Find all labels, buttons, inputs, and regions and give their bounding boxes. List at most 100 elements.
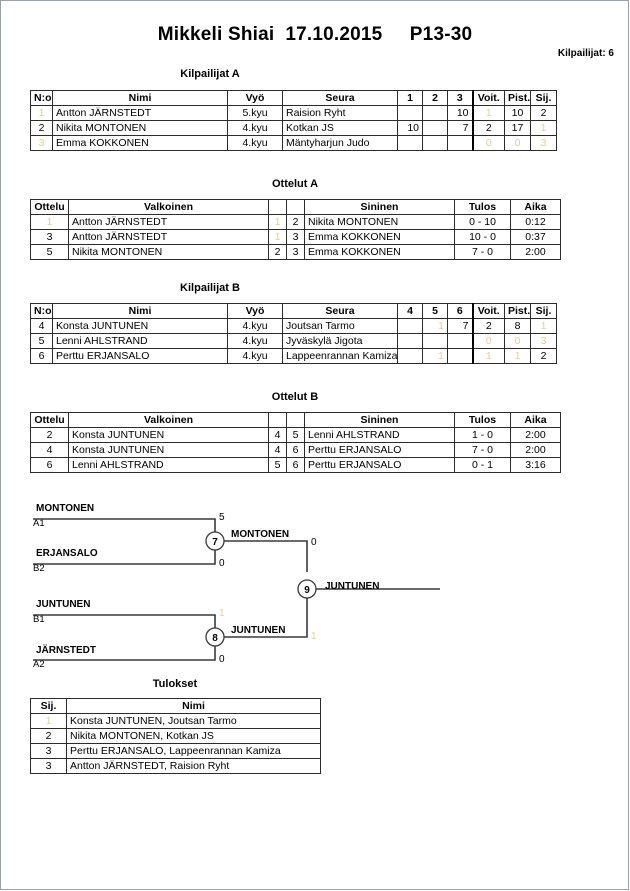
col-club: Seura: [282, 303, 398, 319]
cell-m3: 10: [447, 105, 473, 121]
cell-m6: 7: [447, 318, 473, 334]
bracket-winner-sf-bottom: JUNTUNEN: [231, 625, 285, 636]
cell-belt: 4.kyu: [227, 333, 283, 349]
table-row: 2 Nikita MONTONEN 4.kyu Kotkan JS 10 7 2…: [30, 120, 557, 136]
cell-blue-no: 6: [286, 442, 305, 458]
cell-match: 4: [30, 442, 69, 458]
col-name: Nimi: [66, 698, 321, 714]
col-belt: Vyö: [227, 303, 283, 319]
bracket-score-final-upper: 0: [311, 537, 317, 548]
cell-m1: [397, 105, 423, 121]
cell-rank: 3: [30, 743, 67, 759]
cell-name: Konsta JUNTUNEN: [52, 318, 228, 334]
col-rank: Sij.: [530, 90, 557, 106]
col-white-no: [268, 199, 287, 215]
cell-blue-no: 3: [286, 229, 305, 245]
cell-wins: 0: [471, 333, 505, 349]
cell-white-no: 2: [268, 244, 287, 260]
cell-white-no: 1: [268, 214, 287, 230]
cell-club: Joutsan Tarmo: [282, 318, 398, 334]
col-match: Ottelu: [30, 199, 69, 215]
table-ottelut-a: Ottelu Valkoinen Sininen Tulos Aika 1 An…: [30, 199, 561, 260]
cell-points: 10: [504, 105, 531, 121]
cell-white-no: 1: [268, 229, 287, 245]
table-tulokset: Sij. Nimi 1 Konsta JUNTUNEN, Joutsan Tar…: [30, 698, 321, 774]
cell-blue: Perttu ERJANSALO: [304, 457, 455, 473]
col-no: N:o: [30, 303, 53, 319]
entrant-count-label: Kilpailijat: 6: [557, 48, 614, 59]
table-row: 6 Perttu ERJANSALO 4.kyu Lappeenrannan K…: [30, 348, 557, 364]
cell-result: 0 - 10: [454, 214, 511, 230]
table-row: 3 Emma KOKKONEN 4.kyu Mäntyharjun Judo 0…: [30, 135, 557, 151]
cell-rank: 2: [530, 348, 557, 364]
cell-m1: [397, 135, 423, 151]
col-m5: 5: [422, 303, 448, 319]
cell-points: 0: [504, 135, 531, 151]
bracket-seed-name-2: ERJANSALO: [36, 548, 98, 559]
cell-blue: Perttu ERJANSALO: [304, 442, 455, 458]
cell-wins: 2: [471, 120, 505, 136]
cell-belt: 5.kyu: [227, 105, 283, 121]
cell-m2: [422, 135, 448, 151]
cell-name: Lenni AHLSTRAND: [52, 333, 228, 349]
cell-rank: 3: [530, 333, 557, 349]
cell-no: 3: [30, 135, 53, 151]
table-ottelut-b: Ottelu Valkoinen Sininen Tulos Aika 2 Ko…: [30, 412, 561, 473]
col-m4: 4: [397, 303, 423, 319]
col-blue-no: [286, 412, 305, 428]
col-time: Aika: [510, 412, 561, 428]
cell-time: 0:37: [510, 229, 561, 245]
cell-white: Konsta JUNTUNEN: [68, 427, 269, 443]
cell-name: Antton JÄRNSTEDT: [52, 105, 228, 121]
table-row: 2 Konsta JUNTUNEN 4 5 Lenni AHLSTRAND 1 …: [30, 427, 561, 443]
col-name: Nimi: [52, 303, 228, 319]
bracket-line-seed-3: [33, 614, 216, 631]
cell-match: 6: [30, 457, 69, 473]
bracket-seed-name-1: MONTONEN: [36, 503, 94, 514]
cell-club: Kotkan JS: [282, 120, 398, 136]
caption-tulokset: Tulokset: [152, 678, 198, 690]
col-white: Valkoinen: [68, 199, 269, 215]
cell-club: Lappeenrannan Kamiza: [282, 348, 398, 364]
cell-m5: 1: [422, 348, 448, 364]
col-belt: Vyö: [227, 90, 283, 106]
col-result: Tulos: [454, 199, 511, 215]
caption-kilpailijat-b: Kilpailijat B: [180, 282, 240, 294]
bracket-node-number-8: 8: [212, 633, 218, 644]
cell-time: 2:00: [510, 442, 561, 458]
table-row: 6 Lenni AHLSTRAND 5 6 Perttu ERJANSALO 0…: [30, 457, 561, 473]
bracket-winner-sf-top: MONTONEN: [231, 529, 289, 540]
cell-rank: 1: [530, 120, 557, 136]
col-white-no: [268, 412, 287, 428]
bracket-seed-name-3: JUNTUNEN: [36, 599, 90, 610]
bracket-score-sf-bottom-lower: 0: [219, 654, 225, 665]
cell-match: 2: [30, 427, 69, 443]
bracket-line-seed-2: [33, 548, 216, 565]
col-m1: 1: [397, 90, 423, 106]
col-m3: 3: [447, 90, 473, 106]
cell-name: Konsta JUNTUNEN, Joutsan Tarmo: [66, 713, 321, 729]
table-header-row: Sij. Nimi: [30, 698, 321, 714]
col-m6: 6: [447, 303, 473, 319]
cell-name: Perttu ERJANSALO: [52, 348, 228, 364]
cell-rank: 2: [530, 105, 557, 121]
table-row: 5 Nikita MONTONEN 2 3 Emma KOKKONEN 7 - …: [30, 244, 561, 260]
cell-white: Antton JÄRNSTEDT: [68, 214, 269, 230]
cell-points: 1: [504, 348, 531, 364]
cell-club: Raision Ryht: [282, 105, 398, 121]
table-row: 1 Antton JÄRNSTEDT 5.kyu Raision Ryht 10…: [30, 105, 557, 121]
cell-no: 1: [30, 105, 53, 121]
cell-result: 7 - 0: [454, 442, 511, 458]
cell-time: 2:00: [510, 427, 561, 443]
cell-belt: 4.kyu: [227, 348, 283, 364]
col-m2: 2: [422, 90, 448, 106]
cell-m1: 10: [397, 120, 423, 136]
cell-belt: 4.kyu: [227, 135, 283, 151]
table-row: 5 Lenni AHLSTRAND 4.kyu Jyväskylä Jigota…: [30, 333, 557, 349]
cell-match: 5: [30, 244, 69, 260]
cell-m4: [397, 318, 423, 334]
cell-time: 3:16: [510, 457, 561, 473]
cell-blue: Nikita MONTONEN: [304, 214, 455, 230]
cell-white-no: 4: [268, 442, 287, 458]
cell-rank: 3: [30, 758, 67, 774]
